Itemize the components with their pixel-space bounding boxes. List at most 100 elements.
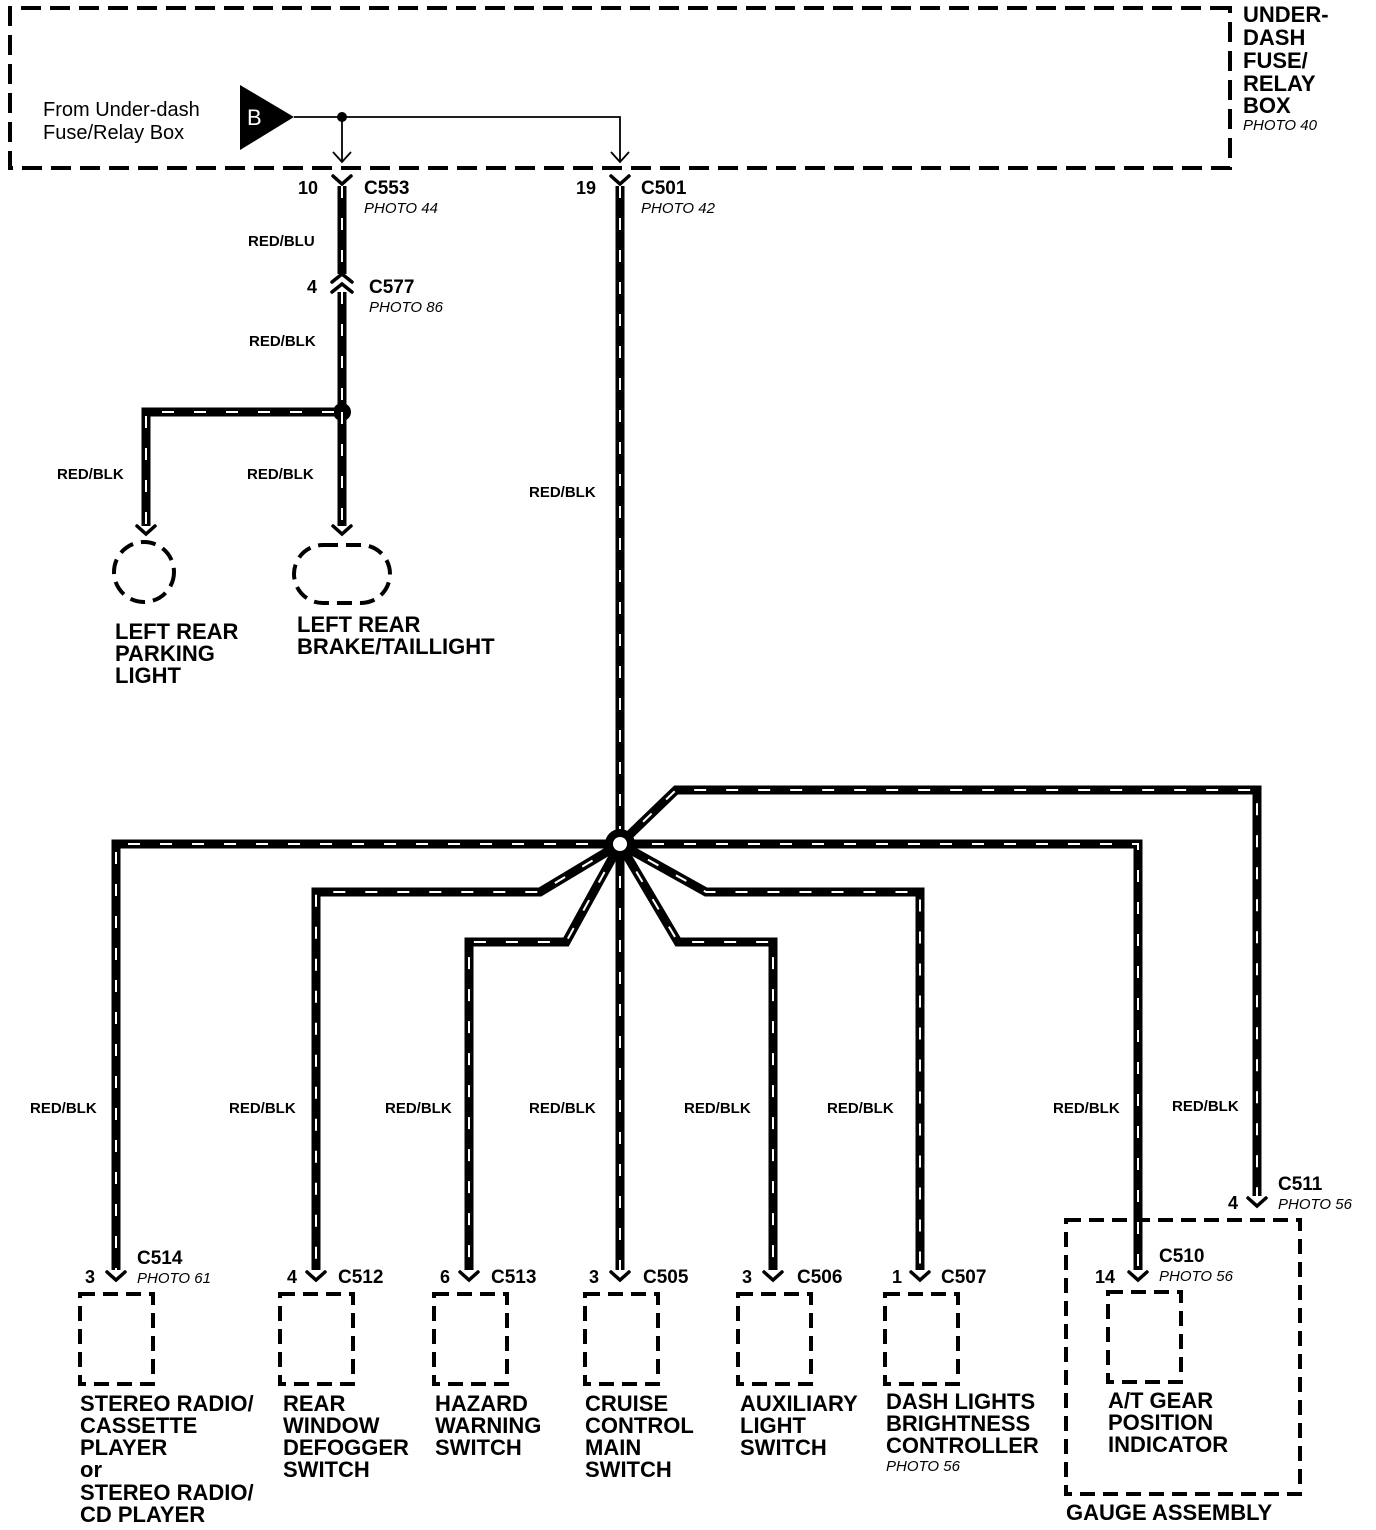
cruise-control-box	[583, 1292, 660, 1386]
c513-connector-hook	[458, 1270, 480, 1283]
gauge-assembly-box	[1064, 1218, 1302, 1496]
svg-text:CONTROL: CONTROL	[585, 1413, 694, 1438]
svg-text:A/T GEAR: A/T GEAR	[1108, 1388, 1213, 1413]
c507-pin: 1	[892, 1267, 902, 1287]
svg-text:PHOTO 56: PHOTO 56	[886, 1458, 961, 1475]
svg-text:BRAKE/TAILLIGHT: BRAKE/TAILLIGHT	[297, 634, 495, 659]
c507-name: C507	[941, 1267, 986, 1288]
svg-text:PARKING: PARKING	[115, 641, 215, 666]
wire-hazard	[464, 841, 624, 1270]
svg-text:HAZARD: HAZARD	[435, 1391, 528, 1416]
svg-text:WINDOW: WINDOW	[283, 1413, 380, 1438]
c506-name: C506	[797, 1267, 842, 1288]
c514-photo: PHOTO 61	[137, 1270, 211, 1287]
svg-text:LIGHT: LIGHT	[115, 663, 182, 688]
svg-text:PLAYER: PLAYER	[80, 1435, 167, 1460]
svg-text:CD PLAYER: CD PLAYER	[80, 1502, 205, 1527]
c577-pin: 4	[307, 277, 317, 297]
left-rear-parking-light	[112, 540, 176, 604]
svg-text:PHOTO 40: PHOTO 40	[1243, 117, 1318, 134]
c506-connector-hook	[762, 1270, 784, 1283]
svg-text:SWITCH: SWITCH	[740, 1435, 827, 1460]
c553-connector-hook	[331, 174, 353, 187]
c510-name: C510	[1159, 1246, 1204, 1267]
fuse-box-boundary	[8, 6, 1232, 170]
parking-light-label: LEFT REAR PARKING LIGHT	[115, 619, 239, 688]
wire-color-parking: RED/BLK	[57, 466, 124, 483]
svg-text:CONTROLLER: CONTROLLER	[886, 1433, 1039, 1458]
brake-light-connector-hook	[331, 524, 353, 537]
svg-text:BOX: BOX	[1243, 93, 1291, 118]
svg-text:DEFOGGER: DEFOGGER	[283, 1435, 409, 1460]
c510-photo: PHOTO 56	[1159, 1268, 1234, 1285]
svg-text:UNDER-: UNDER-	[1243, 2, 1329, 27]
c514-connector-hook	[105, 1270, 127, 1283]
wire-color-hazard: RED/BLK	[385, 1100, 452, 1117]
c501-name: C501	[641, 178, 687, 199]
wire-stereo	[111, 839, 620, 1270]
c507-connector-hook	[909, 1270, 931, 1283]
wire-defogger	[311, 840, 623, 1270]
wire-color-c501-main: RED/BLK	[529, 484, 596, 501]
stereo-radio-label: STEREO RADIO/ CASSETTE PLAYER or STEREO …	[80, 1391, 254, 1527]
c513-pin: 6	[440, 1267, 450, 1287]
svg-text:STEREO RADIO/: STEREO RADIO/	[80, 1480, 254, 1505]
wire-color-gauge: RED/BLK	[1172, 1098, 1239, 1115]
svg-text:BRIGHTNESS: BRIGHTNESS	[886, 1411, 1030, 1436]
c512-connector-hook	[305, 1270, 327, 1283]
svg-text:MAIN: MAIN	[585, 1435, 641, 1460]
c510-connector-hook	[1127, 1270, 1149, 1283]
c501-connector-hook	[609, 174, 631, 187]
wire-color-brake: RED/BLK	[247, 466, 314, 483]
wire-color-c577-splice: RED/BLK	[249, 333, 316, 350]
hazard-warning-box	[432, 1292, 509, 1386]
auxiliary-light-label: AUXILIARY LIGHT SWITCH	[740, 1391, 858, 1460]
rear-window-defogger-box	[278, 1292, 355, 1386]
at-gear-indicator-box	[1106, 1290, 1183, 1384]
c501-photo: PHOTO 42	[641, 200, 716, 217]
svg-text:SWITCH: SWITCH	[435, 1435, 522, 1460]
svg-text:STEREO RADIO/: STEREO RADIO/	[80, 1391, 254, 1416]
wire-color-cruise: RED/BLK	[529, 1100, 596, 1117]
dash-lights-controller-label: DASH LIGHTS BRIGHTNESS CONTROLLER PHOTO …	[886, 1389, 1039, 1475]
svg-text:DASH LIGHTS: DASH LIGHTS	[886, 1389, 1035, 1414]
c577-name: C577	[369, 277, 414, 298]
svg-text:CRUISE: CRUISE	[585, 1391, 668, 1416]
c514-pin: 3	[85, 1267, 95, 1287]
svg-text:From Under-dash: From Under-dash	[43, 99, 200, 121]
svg-text:RELAY: RELAY	[1243, 71, 1316, 96]
wire-gauge	[616, 785, 1262, 1196]
svg-text:SWITCH: SWITCH	[283, 1457, 370, 1482]
left-rear-brake-taillight	[292, 543, 392, 605]
c553-name: C553	[364, 178, 409, 199]
c511-connector-hook	[1246, 1196, 1268, 1209]
at-gear-indicator-label: A/T GEAR POSITION INDICATOR	[1108, 1388, 1228, 1457]
svg-text:POSITION: POSITION	[1108, 1410, 1213, 1435]
splice-main-center	[613, 837, 627, 851]
fuse-box-internal-wiring	[294, 112, 630, 164]
source-label: From Under-dash Fuse/Relay Box	[43, 99, 200, 144]
c505-name: C505	[643, 1267, 689, 1288]
auxiliary-light-box	[736, 1292, 813, 1386]
cruise-control-label: CRUISE CONTROL MAIN SWITCH	[585, 1391, 694, 1482]
wire-color-dash: RED/BLK	[827, 1100, 894, 1117]
c506-pin: 3	[742, 1267, 752, 1287]
svg-text:LEFT REAR: LEFT REAR	[115, 619, 239, 644]
svg-text:WARNING: WARNING	[435, 1413, 541, 1438]
terminal-b-triangle	[240, 85, 294, 150]
fuse-box-label: UNDER- DASH FUSE/ RELAY BOX PHOTO 40	[1243, 2, 1329, 134]
c577-photo: PHOTO 86	[369, 299, 444, 316]
c511-pin: 4	[1228, 1193, 1238, 1213]
c511-photo: PHOTO 56	[1278, 1196, 1353, 1213]
terminal-b-label: B	[247, 105, 262, 130]
wire-color-defogger: RED/BLK	[229, 1100, 296, 1117]
wire-at-gear	[620, 839, 1143, 1270]
c512-name: C512	[338, 1267, 383, 1288]
wire-color-c553-c577: RED/BLU	[248, 233, 315, 250]
wire-color-at-gear: RED/BLK	[1053, 1100, 1120, 1117]
c505-connector-hook	[609, 1270, 631, 1283]
c512-pin: 4	[287, 1267, 297, 1287]
svg-text:Fuse/Relay Box: Fuse/Relay Box	[43, 122, 184, 144]
wire-parking-light	[141, 407, 334, 526]
